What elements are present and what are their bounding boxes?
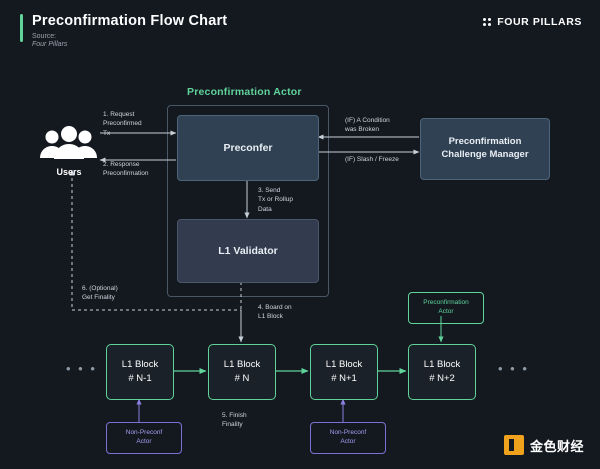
- block-number: # N+2: [429, 373, 455, 384]
- chip-preconfirmation-actor[interactable]: Preconfirmation Actor: [408, 292, 484, 324]
- publisher-logo: 金色财经: [503, 435, 584, 455]
- chip-non-preconf-actor-1[interactable]: Non-Preconf Actor: [106, 422, 182, 454]
- users-icon: [38, 125, 100, 161]
- challenge-manager-line1: Preconfirmation: [448, 136, 522, 148]
- node-preconfer-label: Preconfer: [223, 141, 273, 154]
- publisher-logo-icon: [503, 435, 524, 455]
- edge-label-board: 4. Board on L1 Block: [258, 304, 292, 321]
- node-challenge-manager-label: Preconfirmation Challenge Manager: [441, 136, 528, 162]
- chip-line2: Actor: [136, 438, 152, 445]
- publisher-logo-text: 金色财经: [529, 438, 584, 454]
- block-number: # N+1: [331, 373, 357, 384]
- brand-name: FOUR PILLARS: [497, 16, 582, 28]
- ellipsis-left: • • •: [66, 361, 97, 376]
- chip-line1: Non-Preconf: [329, 429, 367, 437]
- page-title: Preconfirmation Flow Chart: [32, 13, 228, 29]
- l1-block-n[interactable]: L1 Block # N: [208, 344, 276, 400]
- block-title: L1 Block: [423, 359, 461, 371]
- l1-block-n-plus-1[interactable]: L1 Block # N+1: [310, 344, 378, 400]
- title-accent-bar: [20, 14, 23, 42]
- edge-label-finish: 5. Finish Finality: [222, 412, 247, 429]
- preconfirmation-actor-group-label: Preconfirmation Actor: [187, 86, 302, 98]
- block-title: L1 Block: [325, 359, 363, 371]
- chip-line2: Actor: [340, 438, 356, 445]
- users-label: Users: [56, 167, 82, 177]
- node-preconfer[interactable]: Preconfer: [177, 115, 319, 181]
- edge-label-finality: 6. (Optional) Get Finality: [82, 285, 118, 302]
- node-l1-validator[interactable]: L1 Validator: [177, 219, 319, 283]
- source-name: Four Pillars: [32, 41, 68, 48]
- chip-line1: Preconfirmation: [423, 299, 469, 307]
- edge-label-response: 2. Response Preconfirmation: [103, 161, 149, 178]
- edge-label-condition-broken: (IF) A Condition was Broken: [345, 117, 390, 134]
- node-preconfirmation-challenge-manager[interactable]: Preconfirmation Challenge Manager: [420, 118, 550, 180]
- source-label: Source:: [32, 33, 57, 40]
- chip-line2: Actor: [438, 308, 454, 315]
- block-title: L1 Block: [121, 359, 159, 371]
- node-l1-validator-label: L1 Validator: [218, 244, 278, 257]
- edge-label-request: 1. Request Preconfirmed Tx: [103, 111, 142, 137]
- edge-label-slash-freeze: (IF) Slash / Freeze: [345, 156, 399, 163]
- l1-block-n-minus-1[interactable]: L1 Block # N-1: [106, 344, 174, 400]
- chip-non-preconf-actor-2[interactable]: Non-Preconf Actor: [310, 422, 386, 454]
- challenge-manager-line2: Challenge Manager: [441, 149, 529, 160]
- brand-logo: FOUR PILLARS: [483, 16, 582, 28]
- block-number: # N-1: [128, 373, 152, 384]
- block-title: L1 Block: [223, 359, 261, 371]
- block-number: # N: [234, 373, 250, 384]
- edge-label-send: 3. Send Tx or Rollup Data: [258, 187, 294, 213]
- ellipsis-right: • • •: [498, 361, 529, 376]
- l1-block-n-plus-2[interactable]: L1 Block # N+2: [408, 344, 476, 400]
- chip-line1: Non-Preconf: [125, 429, 163, 437]
- brand-dots-icon: [483, 18, 492, 26]
